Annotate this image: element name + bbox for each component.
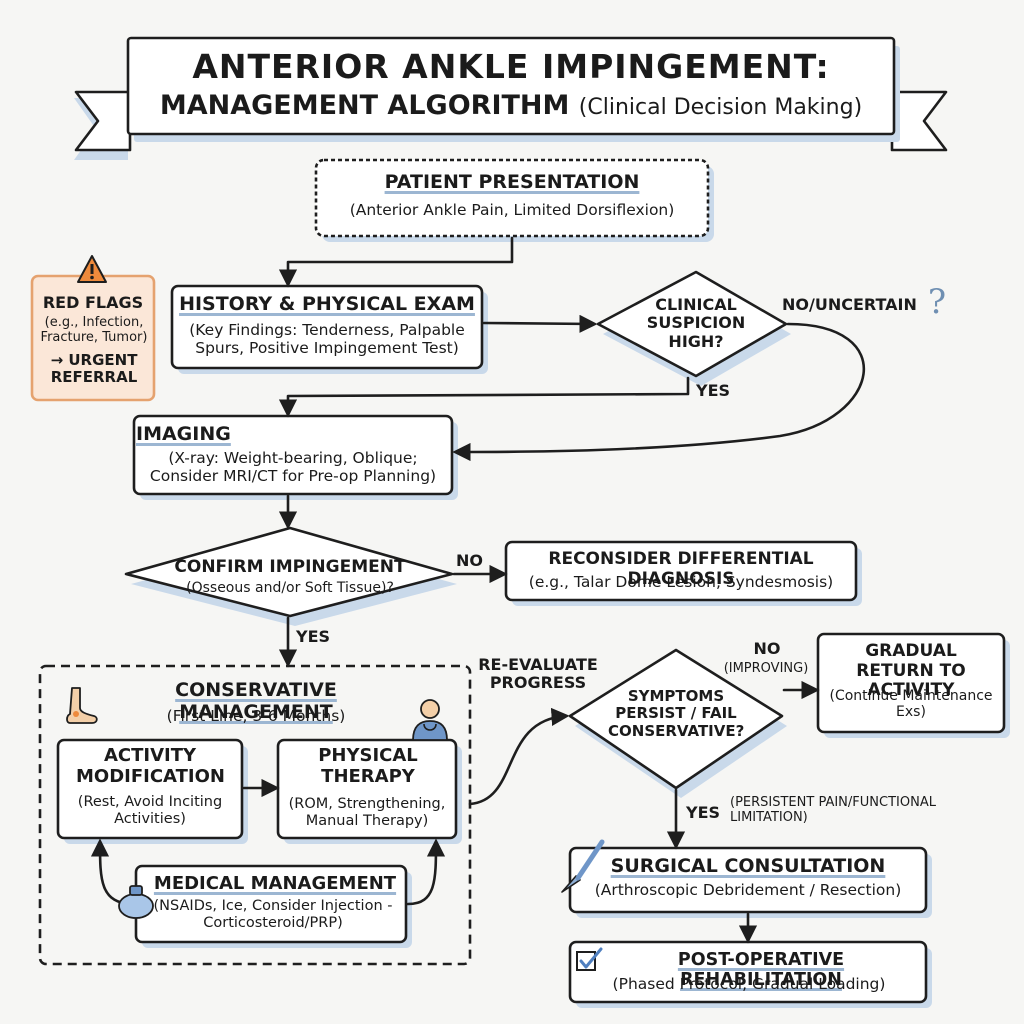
differential-body: (e.g., Talar Dome Lesion, Syndesmosis) xyxy=(528,573,834,591)
warning-icon xyxy=(76,254,108,284)
presentation-body: (Anterior Ankle Pain, Limited Dorsiflexi… xyxy=(349,201,675,219)
patient-presentation-box xyxy=(314,158,714,242)
clinical-suspicion-diamond xyxy=(596,270,791,386)
arrow-suspicion-no-to-imaging xyxy=(452,322,865,462)
imaging-body: (X-ray: Weight-bearing, Oblique; Conside… xyxy=(149,449,437,485)
question-mark-icon: ? xyxy=(927,282,947,322)
history-exam-box xyxy=(170,284,488,374)
conservative-heading: CONSERVATIVE MANAGEMENT xyxy=(175,679,337,723)
symptoms-no-label: NO xyxy=(753,639,781,658)
return-box xyxy=(816,632,1010,738)
imaging-heading: IMAGING xyxy=(136,423,231,445)
title-line-1: ANTERIOR ANKLE IMPINGEMENT: xyxy=(192,47,830,86)
medical-heading: MEDICAL MANAGEMENT xyxy=(153,873,397,894)
surgical-box xyxy=(568,846,932,918)
pt-heading: PHYSICAL THERAPY xyxy=(318,745,418,787)
foot-icon xyxy=(62,686,100,726)
physical-therapy-box xyxy=(276,738,462,844)
surgical-heading: SURGICAL CONSULTATION xyxy=(610,855,886,877)
suspicion-yes-label: YES xyxy=(696,381,731,400)
activity-heading: ACTIVITY MODIFICATION xyxy=(76,745,225,787)
scalpel-icon xyxy=(556,836,606,896)
ice-pack-icon xyxy=(116,880,156,920)
imaging-box xyxy=(132,414,458,500)
title-banner xyxy=(74,36,948,160)
symptoms-no-note: (IMPROVING) xyxy=(723,661,809,676)
confirm-body: (Osseous and/or Soft Tissue)? xyxy=(186,580,394,596)
postop-body: (Phased Protocol, Gradual Loading) xyxy=(612,975,886,993)
checkbox-icon xyxy=(574,946,604,974)
postop-box xyxy=(568,940,932,1008)
return-heading: GRADUAL RETURN TO ACTIVITY xyxy=(856,641,966,701)
title-line-2-sub: (Clinical Decision Making) xyxy=(578,95,863,120)
history-body: (Key Findings: Tenderness, Palpable Spur… xyxy=(189,321,465,357)
return-body: (Continue Maintenance Exs) xyxy=(829,688,993,721)
suspicion-no-label: NO/UNCERTAIN xyxy=(782,295,917,314)
reevaluate-label: RE-EVALUATE PROGRESS xyxy=(478,655,598,693)
pt-body: (ROM, Strengthening, Manual Therapy) xyxy=(288,796,446,829)
red-flags-body: (e.g., Infection, Fracture, Tumor) xyxy=(40,315,148,345)
red-flags-heading: RED FLAGS xyxy=(42,293,144,312)
confirm-heading: CONFIRM IMPINGEMENT xyxy=(174,557,406,577)
arrow-medical-to-pt xyxy=(406,838,446,906)
postop-heading: POST-OPERATIVE REHABILITATION xyxy=(677,950,845,991)
conservative-body: (First Line, 3-6 Months) xyxy=(166,707,346,725)
red-flags-action: → URGENT REFERRAL xyxy=(50,351,138,387)
medical-body: (NSAIDs, Ice, Consider Injection - Corti… xyxy=(153,898,393,931)
confirm-impingement-diamond xyxy=(124,526,457,626)
symptoms-diamond xyxy=(568,648,787,798)
symptoms-text: SYMPTOMS PERSIST / FAIL CONSERVATIVE? xyxy=(608,687,745,740)
title-line-2-main: MANAGEMENT ALGORITHM xyxy=(159,90,570,121)
history-heading: HISTORY & PHYSICAL EXAM xyxy=(179,293,475,315)
differential-box xyxy=(504,540,862,606)
confirm-no-label: NO xyxy=(456,551,483,570)
suspicion-text: CLINICAL SUSPICION HIGH? xyxy=(646,295,746,351)
conservative-container xyxy=(38,664,472,966)
medical-box xyxy=(134,864,412,948)
title-line-2: MANAGEMENT ALGORITHM (Clinical Decision … xyxy=(130,90,892,121)
activity-box xyxy=(56,738,248,844)
differential-heading: RECONSIDER DIFFERENTIAL DIAGNOSIS xyxy=(548,549,814,589)
surgical-body: (Arthroscopic Debridement / Resection) xyxy=(594,881,902,899)
confirm-yes-label: YES xyxy=(296,627,331,646)
symptoms-yes-note: (PERSISTENT PAIN/FUNCTIONAL LIMITATION) xyxy=(730,795,936,825)
symptoms-yes-label: YES xyxy=(686,803,721,822)
arrow-suspicion-yes-to-imaging xyxy=(278,376,690,418)
arrow-history-to-suspicion xyxy=(482,314,598,333)
arrow-conservative-to-symptoms xyxy=(468,707,570,806)
activity-body: (Rest, Avoid Inciting Activities) xyxy=(77,794,223,827)
arrow-presentation-to-history xyxy=(278,236,514,288)
presentation-heading: PATIENT PRESENTATION xyxy=(384,171,640,193)
therapist-icon xyxy=(410,696,450,742)
